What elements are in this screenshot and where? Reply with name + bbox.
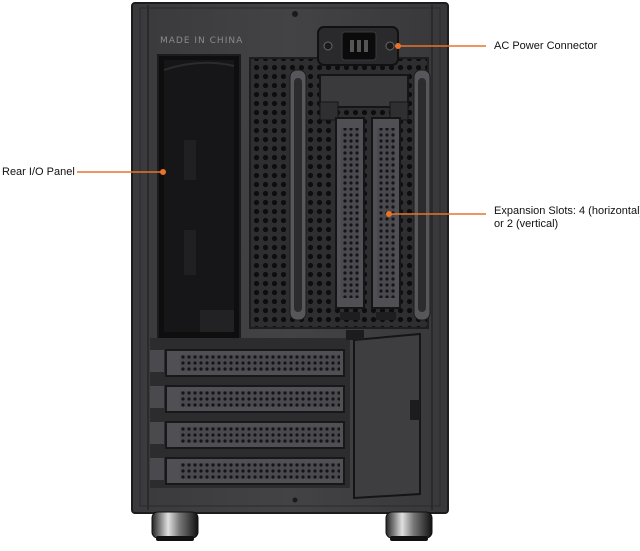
slot-cover-plate — [346, 330, 421, 500]
callout-expansion-line2: or 2 (vertical) — [494, 218, 559, 230]
callout-ac-power: AC Power Connector — [494, 40, 598, 52]
vertical-slot-rails — [289, 69, 431, 321]
callout-leaders — [77, 43, 486, 217]
horizontal-expansion-slots — [150, 338, 350, 488]
rear-io-opening — [157, 54, 241, 341]
screw — [292, 497, 298, 503]
case-feet — [151, 511, 433, 541]
screw — [292, 11, 298, 17]
vertical-expansion-bracket — [319, 74, 409, 320]
made-in-label: MADE IN CHINA — [160, 36, 243, 46]
callout-rear-io: Rear I/O Panel — [2, 166, 75, 178]
ac-power-connector — [317, 26, 399, 66]
callout-expansion-line1: Expansion Slots: 4 (horizontal) — [494, 205, 640, 217]
callout-expansion-slots: Expansion Slots: 4 (horizontal) or 2 (ve… — [494, 205, 640, 231]
